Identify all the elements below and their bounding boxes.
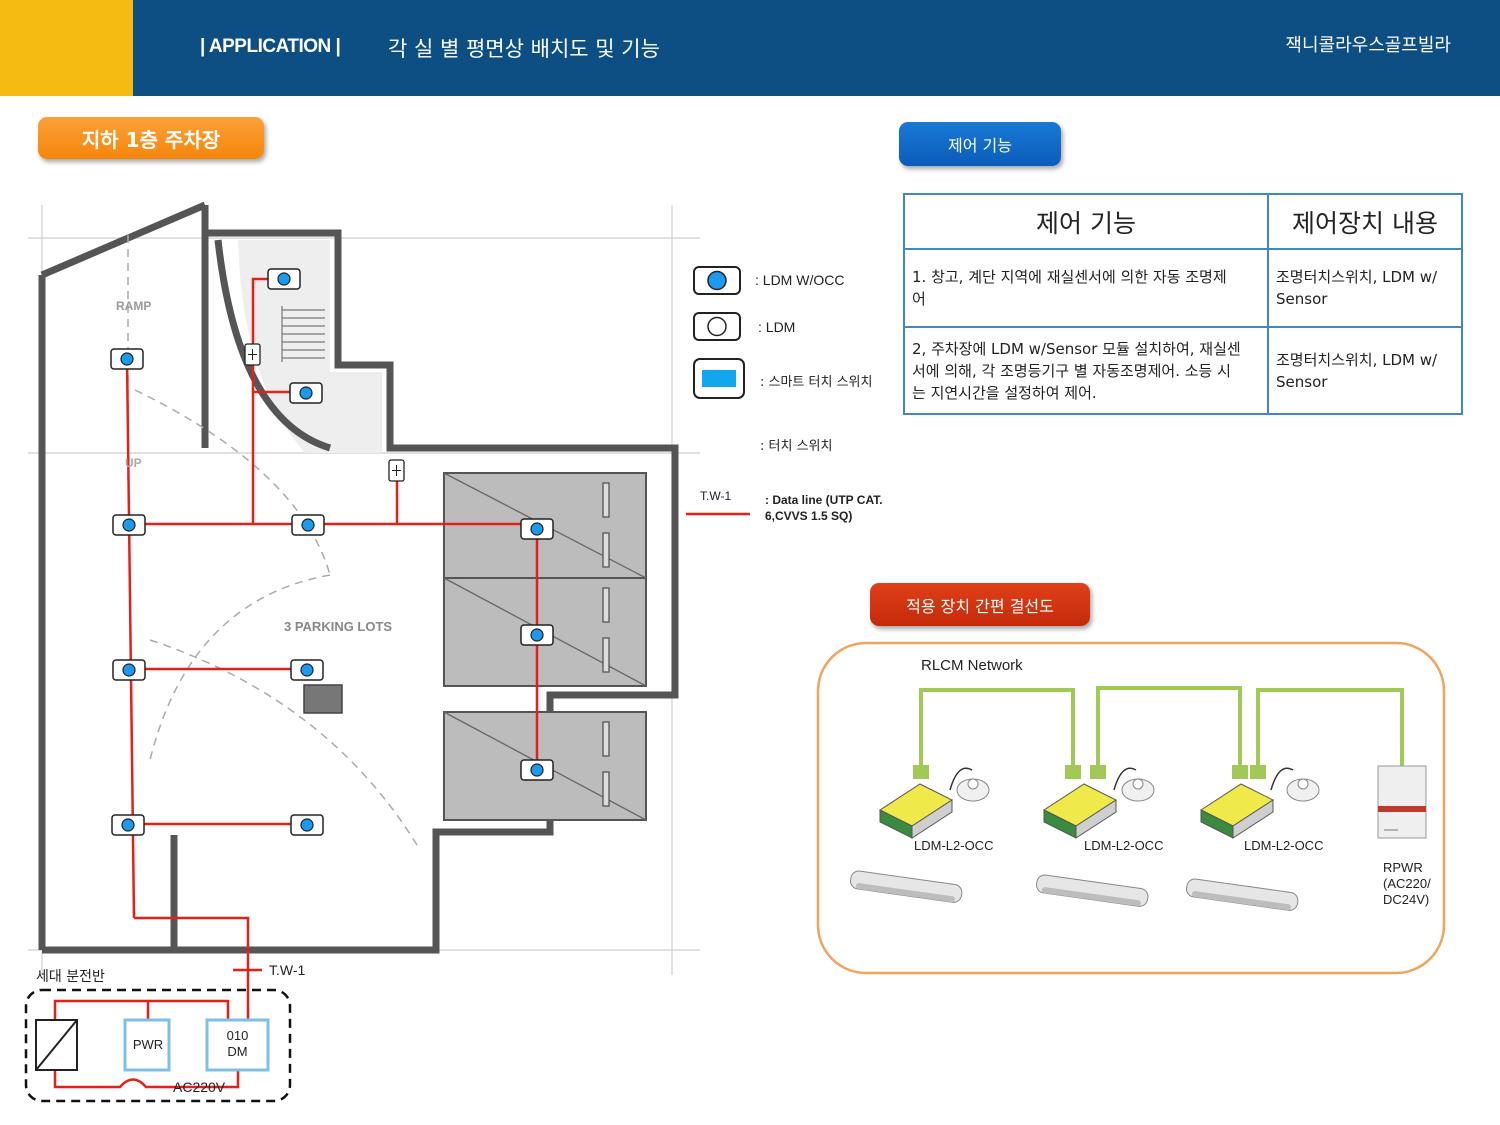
pwr-box bbox=[123, 1018, 171, 1072]
rlcm-network-lines bbox=[919, 686, 1404, 768]
rpwr-unit bbox=[1377, 765, 1427, 839]
floor-tag: 지하 1층 주차장 bbox=[38, 117, 264, 159]
ac-label: AC220V bbox=[173, 1079, 226, 1095]
wheel-stops bbox=[602, 482, 610, 807]
brand-name: 잭니콜라우스골프빌라 bbox=[1285, 35, 1451, 56]
panel-wiring bbox=[53, 999, 240, 1089]
column-block bbox=[303, 684, 343, 714]
stair-area bbox=[238, 240, 382, 453]
module-label-3: LDM-L2-OCC bbox=[1244, 838, 1324, 853]
stair-treads bbox=[281, 306, 325, 362]
legend-icons bbox=[686, 266, 750, 516]
rpwr-label: RPWR(AC220/DC24V) bbox=[1383, 860, 1431, 907]
table-header-function: 제어 기능 bbox=[903, 193, 1269, 250]
ldm-occ-devices bbox=[110, 268, 554, 836]
wiring-diagram-frame bbox=[816, 641, 1446, 975]
page-title: 각 실 별 평면상 배치도 및 기능 bbox=[388, 37, 660, 61]
walls bbox=[38, 201, 679, 954]
legend-touch-switch: : 터치 스위치 bbox=[760, 439, 833, 454]
wiring-diagram-tag: 적용 장치 간편 결선도 bbox=[870, 583, 1090, 626]
table-cell-device: 조명터치스위치, LDM w/Sensor bbox=[1267, 248, 1463, 328]
touch-switch-devices bbox=[244, 343, 405, 482]
application-label: | APPLICATION | bbox=[200, 36, 341, 57]
light-fixtures bbox=[850, 870, 1299, 911]
data-line-label: : Data line (UTP CAT.6,CVVS 1.5 SQ) bbox=[765, 493, 883, 523]
up-label: UP bbox=[125, 456, 142, 470]
control-function-table: 제어 기능 제어장치 내용 1. 창고, 계단 지역에 재실센서에 의한 자동 … bbox=[903, 193, 1463, 415]
network-connectors bbox=[913, 765, 1266, 779]
parking-label: 3 PARKING LOTS bbox=[284, 619, 393, 634]
module-label-2: LDM-L2-OCC bbox=[1084, 838, 1164, 853]
legend-smart-touch-switch: : 스마트 터치 스위치 bbox=[760, 375, 873, 390]
data-line-tag: T.W-1 bbox=[700, 489, 732, 503]
legend-ldm-occ: : LDM W/OCC bbox=[755, 272, 845, 288]
header-bar bbox=[0, 0, 1500, 96]
pwr-label: PWR bbox=[132, 1037, 164, 1052]
tw-label: T.W-1 bbox=[269, 962, 306, 978]
ldm-module-1 bbox=[878, 767, 990, 839]
ramp-label: RAMP bbox=[116, 299, 152, 313]
header-accent-block bbox=[0, 0, 133, 96]
breaker-icon bbox=[35, 1019, 78, 1071]
control-function-tag: 제어 기능 bbox=[899, 122, 1061, 166]
ldm-module-2 bbox=[1042, 767, 1155, 839]
dm-box bbox=[205, 1018, 270, 1072]
module-label-1: LDM-L2-OCC bbox=[914, 838, 994, 853]
data-wiring bbox=[125, 277, 539, 1042]
table-header-device: 제어장치 내용 bbox=[1267, 193, 1463, 250]
legend-ldm: : LDM bbox=[758, 319, 796, 335]
ldm-module-3 bbox=[1199, 767, 1320, 839]
door-swings bbox=[127, 235, 421, 851]
table-cell-device: 조명터치스위치, LDM w/Sensor bbox=[1267, 326, 1463, 415]
panel-label: 세대 분전반 bbox=[36, 969, 105, 985]
rlcm-network-label: RLCM Network bbox=[921, 657, 1023, 674]
